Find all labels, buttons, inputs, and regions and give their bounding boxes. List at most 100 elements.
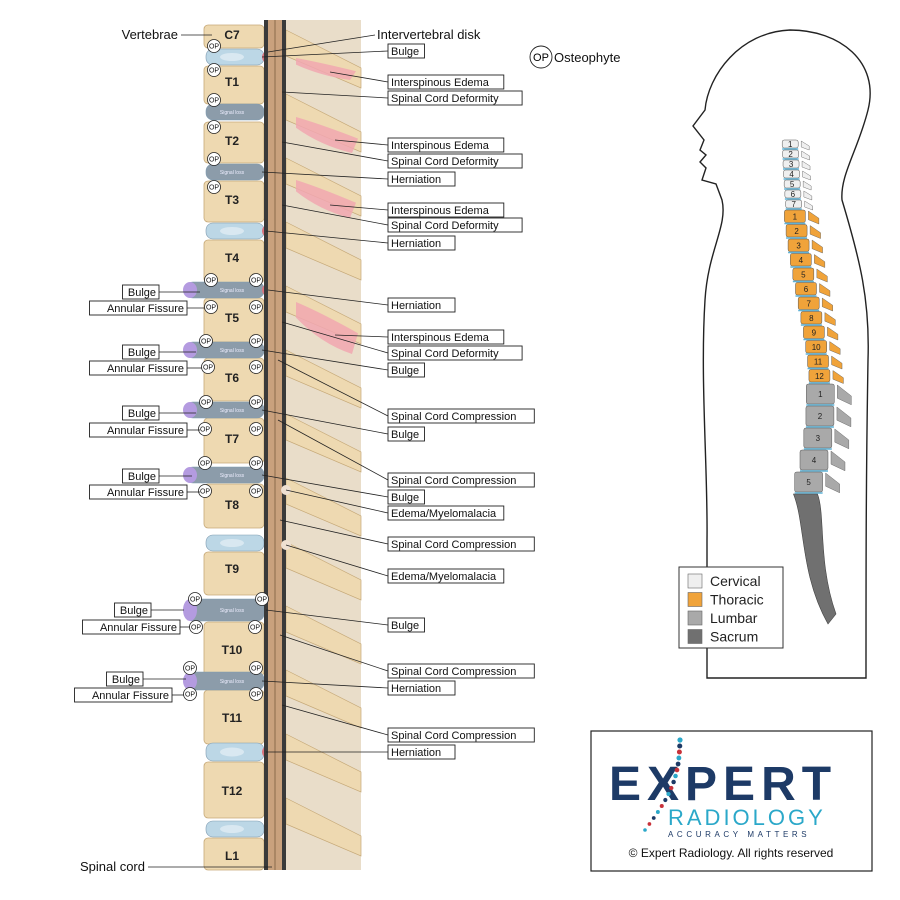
osteophyte-marker-text: OP <box>191 625 201 632</box>
mini-vertebra <box>785 224 808 238</box>
finding-leader <box>281 204 389 226</box>
mini-vertebra-number: 8 <box>809 314 814 323</box>
finding-label: Bulge <box>391 429 419 441</box>
finding-label: Annular Fissure <box>107 425 184 437</box>
mini-vertebra-number: 3 <box>816 434 821 443</box>
finding-label-box <box>387 426 425 442</box>
mini-spinous-process <box>808 210 820 225</box>
finding-label: Bulge <box>128 471 156 483</box>
osteophyte-marker <box>249 456 263 470</box>
logo-dot <box>673 773 678 779</box>
finding-label-box <box>387 680 456 696</box>
mini-vertebra <box>794 471 823 493</box>
finding-leader <box>281 141 389 162</box>
osteophyte-marker <box>249 661 263 675</box>
finding-label: Bulge <box>391 492 419 504</box>
osteophyte-marker-text: OP <box>200 489 210 496</box>
finding-label: Interspinous Edema <box>391 332 490 344</box>
legend-label: Thoracic <box>710 592 764 608</box>
finding-label-box <box>74 687 173 703</box>
osteophyte-marker <box>207 39 221 53</box>
nucleus-pulposus <box>220 747 244 757</box>
osteophyte-marker <box>207 93 221 107</box>
signal-loss-text: Signal loss <box>220 110 245 116</box>
finding-leader <box>267 289 389 306</box>
finding-leader <box>285 544 389 577</box>
logo-dot <box>677 737 683 743</box>
finding-label: Herniation <box>391 683 441 695</box>
osteophyte-marker-text: OP <box>201 339 211 346</box>
finding-label-box <box>387 727 535 743</box>
osteophyte-marker <box>188 592 202 606</box>
nucleus-pulposus <box>220 227 244 235</box>
finding-leader <box>329 204 389 211</box>
finding-label-box <box>387 489 425 505</box>
finding-label: Spinal Cord Deformity <box>391 220 499 232</box>
finding-leader <box>281 91 389 99</box>
finding-label-box <box>387 536 535 552</box>
osteophyte-marker <box>183 687 197 701</box>
finding-label: Herniation <box>391 238 441 250</box>
mini-vertebra-number: 3 <box>789 160 794 169</box>
interspinous-edema-areas <box>281 58 358 550</box>
vertebra-label: T1 <box>225 75 239 89</box>
legend-label: Sacrum <box>710 629 758 645</box>
signal-loss-text: Signal loss <box>220 679 245 685</box>
logo-dot <box>663 797 668 803</box>
bulge-mark <box>183 672 197 690</box>
mini-vertebra <box>782 149 799 159</box>
mini-spinous-process <box>816 268 828 283</box>
mini-spinous-process <box>821 297 833 312</box>
mini-vertebra-number: 6 <box>804 285 809 294</box>
finding-label-box <box>387 663 535 679</box>
vertebra-label: T10 <box>222 643 243 657</box>
bulge-mark <box>183 342 197 358</box>
mini-vertebra-number: 5 <box>801 270 806 279</box>
finding-label: Interspinous Edema <box>391 140 490 152</box>
finding-leader <box>261 171 389 180</box>
body-outline <box>692 29 871 679</box>
mini-spinous-process <box>801 160 811 171</box>
osteophyte-marker-text: OP <box>251 278 261 285</box>
osteophyte-marker-text: OP <box>185 666 195 673</box>
finding-label-box <box>122 405 160 421</box>
osteophyte-marker-text: OP <box>251 305 261 312</box>
logo-frame <box>590 730 873 872</box>
osteophyte-marker <box>248 620 262 634</box>
finding-label: Spinal Cord Deformity <box>391 93 499 105</box>
finding-label-box <box>387 137 505 153</box>
signal-loss-text: Signal loss <box>220 288 245 294</box>
logo-dot <box>647 822 652 826</box>
finding-label-box <box>122 284 160 300</box>
finding-label-box <box>387 568 505 584</box>
finding-label-box <box>122 468 160 484</box>
finding-leader <box>277 359 389 417</box>
osteophyte-marker <box>198 422 212 436</box>
logo-dot <box>677 743 683 749</box>
finding-label-box <box>387 329 505 345</box>
logo-dot <box>659 803 664 809</box>
mini-vertebra <box>797 296 820 310</box>
logo-dot <box>674 767 680 773</box>
mini-vertebra-number: 4 <box>789 170 794 179</box>
mini-vertebra <box>803 427 833 449</box>
finding-label-box <box>387 472 535 488</box>
finding-label: Bulge <box>128 347 156 359</box>
finding-label-box <box>387 74 505 90</box>
finding-label-box <box>387 408 535 424</box>
vertebra-label: T5 <box>225 311 239 325</box>
logo-brand-line1: EXPERT <box>609 758 837 811</box>
logo-dot <box>676 749 682 755</box>
osteophyte-marker-text: OP <box>185 692 195 699</box>
logo-dot <box>669 785 674 791</box>
mini-vertebra <box>807 354 829 368</box>
finding-leader <box>261 349 389 371</box>
finding-label: Herniation <box>391 300 441 312</box>
finding-label: Bulge <box>120 605 148 617</box>
logo-dot <box>643 828 647 832</box>
osteophyte-marker-text: OP <box>209 44 219 51</box>
osteophyte-marker <box>249 360 263 374</box>
